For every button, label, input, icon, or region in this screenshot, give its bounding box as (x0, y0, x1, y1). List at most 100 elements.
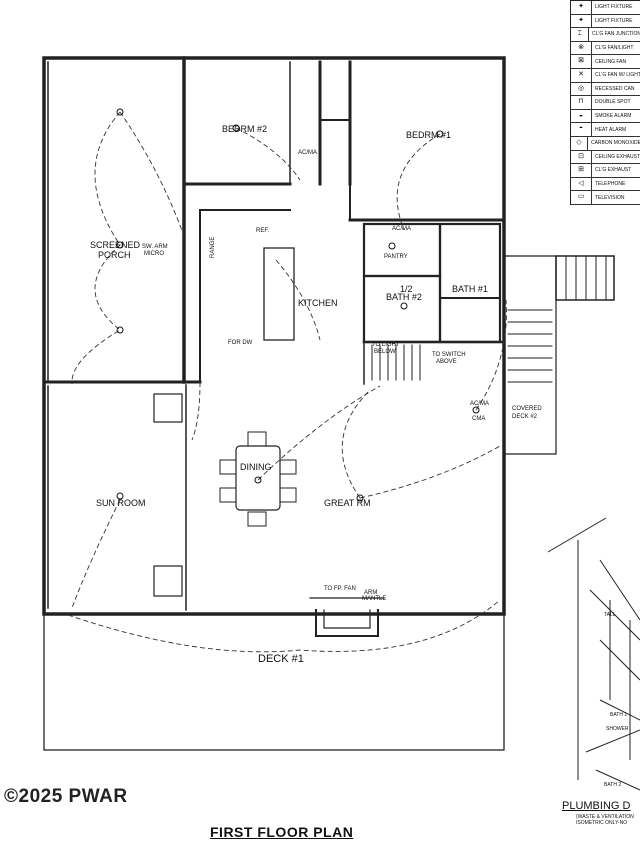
legend-row: ⊠CEILING FAN (571, 55, 640, 69)
legend-label: CL'G EXHAUST (595, 167, 632, 174)
label-bedrm-2: BEDRM #2 (222, 124, 267, 134)
symbol-legend: ✦LIGHT FIXTURE✦LIGHT FIXTURE⌶CL'G FAN JU… (570, 0, 640, 205)
note-micro: MICRO (144, 251, 164, 257)
plumb-tall: TALL (604, 612, 616, 618)
note-above: ABOVE (436, 359, 457, 365)
plumbing-subtitle-2: ISOMETRIC ONLY-NO (576, 820, 628, 826)
watermark: ©2025 PWAR (4, 786, 128, 807)
legend-label: RECESSED CAN (595, 85, 635, 92)
label-screened: SCREENED (90, 240, 141, 250)
legend-row: ✦LIGHT FIXTURE (571, 1, 640, 15)
telephone-icon: ◁ (571, 177, 592, 191)
legend-row: ◇CARBON MONOXIDE (571, 136, 640, 151)
note-acma-1: AC/MA (298, 150, 317, 156)
legend-row: ▭TELEVISION (571, 191, 640, 205)
label-porch: PORCH (98, 250, 131, 260)
label-pantry: PANTRY (384, 254, 408, 260)
note-for-dw: FOR DW (228, 340, 253, 346)
note-acma-2: AC/MA (392, 226, 411, 232)
plumbing-subtitle: (WASTE & VENTILATION ISOMETRIC ONLY-NO (576, 814, 634, 826)
kitchen-island (263, 247, 295, 341)
clg-exhaust-icon: ⊞ (571, 164, 592, 177)
legend-row: ◓HEAT ALARM (571, 123, 640, 137)
legend-label: LIGHT FIXTURE (595, 17, 633, 24)
ceiling-exhaust-icon: ⊡ (571, 150, 592, 164)
legend-row: ◎RECESSED CAN (571, 82, 640, 97)
legend-label: HEAT ALARM (595, 126, 627, 133)
legend-label: TELEPHONE (595, 181, 626, 188)
label-covered: COVERED (512, 406, 542, 412)
label-great-rm: GREAT RM (324, 498, 371, 508)
covered-deck-2 (503, 255, 557, 455)
legend-row: ◒SMOKE ALARM (571, 109, 640, 124)
label-sun-room: SUN ROOM (96, 498, 146, 508)
note-arm: ARM (364, 590, 377, 596)
legend-row: ⌶CL'G FAN JUNCTION (571, 28, 640, 42)
exterior-stairs-top (555, 255, 615, 301)
smoke-alarm-icon: ◒ (571, 109, 592, 123)
legend-label: DOUBLE SPOT (595, 99, 631, 106)
note-mantle: MANTLE (362, 596, 386, 602)
interior-stairs (371, 344, 421, 381)
light-fixture-icon: ✦ (571, 1, 592, 14)
plumbing-title: PLUMBING D (562, 800, 631, 812)
carbon-monoxide-icon: ◇ (571, 136, 588, 150)
note-to-switch: TO SWITCH (432, 352, 466, 358)
legend-label: CL'G FAN W/ LIGHT (595, 72, 640, 79)
label-dining: DINING (240, 462, 272, 472)
label-bath-2a: 1/2 (400, 284, 413, 294)
legend-row: ◁TELEPHONE (571, 177, 640, 192)
fireplace (315, 609, 379, 637)
recessed-light-icon: ◎ (571, 82, 592, 96)
note-ref: REF. (256, 228, 269, 234)
plumbing-subtitle-1: (WASTE & VENTILATION (576, 814, 634, 820)
double-spot-icon: ⊓ (571, 96, 592, 109)
legend-label: TELEVISION (595, 194, 625, 201)
label-kitchen: KITCHEN (298, 298, 338, 308)
legend-row: ⊓DOUBLE SPOT (571, 96, 640, 110)
legend-label: CEILING FAN (595, 58, 627, 65)
plumb-bath-1: BATH 1 (610, 712, 627, 718)
note-to-light: TO LIGHT (372, 342, 400, 348)
house-outline (42, 56, 506, 616)
plumb-shower: SHOWER (606, 726, 629, 732)
ceiling-fan-icon: ⊠ (571, 55, 592, 68)
legend-row: ⊗CL'G FAN/LIGHT (571, 41, 640, 56)
chair-north (153, 393, 183, 423)
fan-junction-icon: ⌶ (571, 28, 589, 41)
television-icon: ▭ (571, 191, 592, 204)
note-acma-3: AC/MA (470, 401, 489, 407)
legend-label: CARBON MONOXIDE (590, 140, 640, 147)
label-bedrm-1: BEDRM #1 (406, 130, 451, 140)
deck-1 (43, 613, 505, 751)
label-bath-2b: BATH #2 (386, 292, 422, 302)
legend-row: ✕CL'G FAN W/ LIGHT (571, 68, 640, 83)
note-range: RANGE (210, 237, 216, 258)
label-deck-1: DECK #1 (258, 653, 304, 665)
light-fixture-icon: ✦ (571, 14, 592, 28)
legend-row: ✦LIGHT FIXTURE (571, 14, 640, 29)
note-sw-arm: SW. ARM (142, 244, 168, 250)
dining-table (235, 445, 281, 511)
legend-row: ⊞CL'G EXHAUST (571, 164, 640, 178)
legend-label: CL'G FAN/LIGHT (595, 45, 634, 52)
note-below: BELOW (374, 349, 396, 355)
legend-row: ⊡CEILING EXHAUST (571, 150, 640, 165)
note-to-fp-fan: TO FP. FAN (324, 586, 356, 592)
fan-light-icon: ⊗ (571, 41, 592, 55)
chair-south (153, 565, 183, 597)
legend-label: CEILING EXHAUST (595, 153, 640, 160)
plumbing-diagram (547, 517, 640, 791)
fan-with-light-icon: ✕ (571, 68, 592, 82)
drawing-title: FIRST FLOOR PLAN (210, 824, 354, 840)
label-deck-2: DECK #2 (512, 414, 538, 420)
legend-label: CL'G FAN JUNCTION (591, 31, 640, 38)
heat-alarm-icon: ◓ (571, 123, 592, 136)
bath-1-room (438, 222, 502, 344)
label-bath-1: BATH #1 (452, 284, 488, 294)
legend-label: LIGHT FIXTURE (595, 4, 633, 11)
legend-label: SMOKE ALARM (595, 113, 632, 120)
note-cma: CMA (472, 416, 485, 422)
plumb-bath-2: BATH 2 (604, 782, 621, 788)
